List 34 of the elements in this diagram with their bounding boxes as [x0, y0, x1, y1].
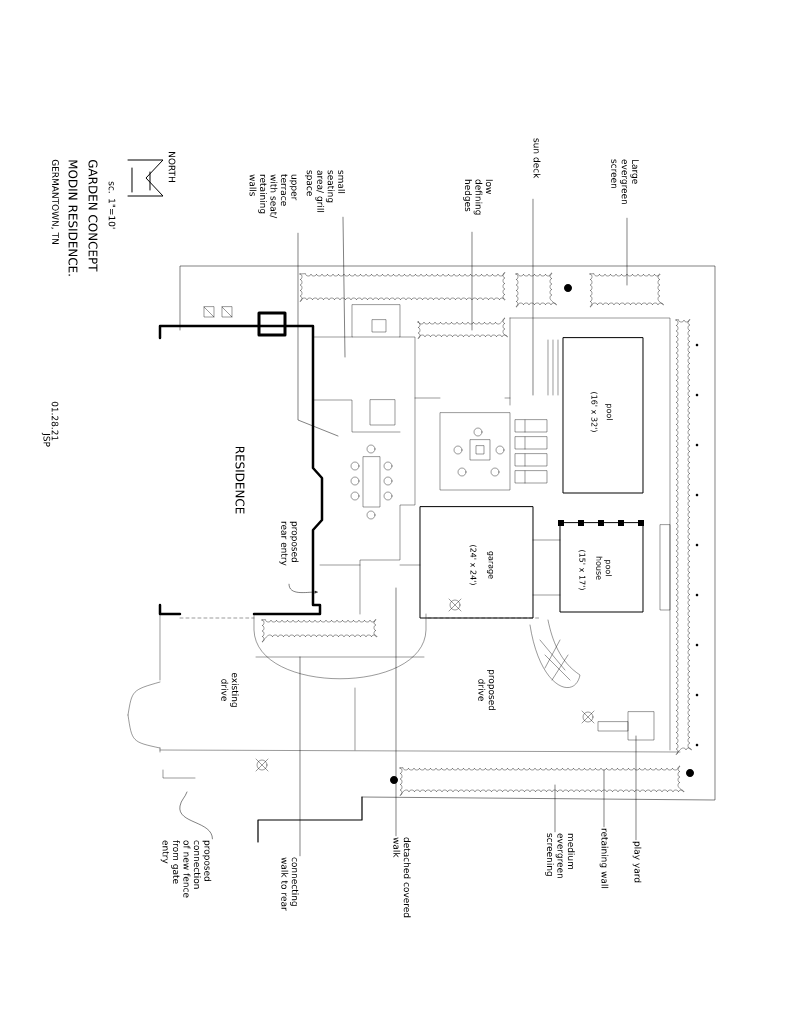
initials-text: JSP — [41, 432, 51, 447]
leader-line — [471, 231, 473, 331]
callout-text: proposed connection of new fence from gate entry — [160, 840, 212, 898]
leader-line — [179, 791, 213, 840]
room-label: RESIDENCE — [235, 446, 245, 514]
leader-line — [532, 198, 534, 396]
north-label: NORTH — [168, 152, 176, 182]
callout-text: sun deck — [533, 138, 541, 179]
leader-line — [299, 656, 301, 857]
callout-text: small seating area/ grill space — [304, 170, 346, 213]
leader-line — [554, 784, 556, 833]
callout-text: Large evergreen screen — [611, 159, 639, 204]
leader-line — [297, 232, 339, 437]
date-text: 01.28.21 — [51, 401, 59, 441]
area-label: existing drive — [221, 672, 239, 707]
scale-label: sc. 1"=10' — [108, 181, 116, 229]
area-label: proposed drive — [478, 669, 496, 711]
callout-text: play yard — [632, 841, 642, 883]
location-text: GERMANTOWN, TN — [51, 159, 59, 244]
callout-text: low defining hedges — [463, 179, 493, 215]
leader-line — [626, 217, 628, 286]
leader-line — [635, 735, 637, 841]
project-name: MODIN RESIDENCE. — [68, 160, 78, 276]
callout-text: medium evergreen screening — [545, 833, 575, 878]
drawing-title: GARDEN CONCEPT — [88, 159, 98, 272]
callout-text: proposed rear entry — [279, 521, 299, 566]
leader-line — [288, 583, 318, 594]
callout-text: retaining wall — [599, 828, 609, 889]
callout-text: upper terrace with seat/ retaining walls — [249, 174, 297, 219]
callout-text: detached covered walk — [393, 837, 411, 918]
leader-line — [395, 587, 397, 837]
callout-text: connecting walk to rear — [281, 857, 299, 911]
leader-line — [342, 216, 346, 358]
leader-line — [603, 769, 605, 828]
